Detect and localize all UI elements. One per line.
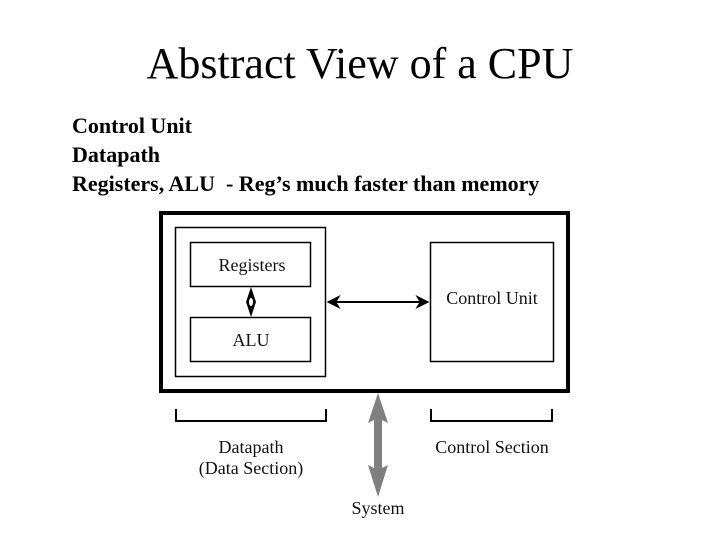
system-bus-arrow	[368, 393, 388, 497]
control-section-bracket	[430, 409, 553, 422]
system-label: System	[351, 498, 404, 518]
datapath-box	[174, 226, 327, 378]
slide-title: Abstract View of a CPU	[146, 39, 574, 88]
registers-box	[189, 241, 312, 288]
bullet-control-unit: Control Unit	[72, 113, 192, 138]
registers-label: Registers	[219, 255, 286, 275]
data-section-label: (Data Section)	[199, 458, 303, 479]
bullet-list: Control Unit Datapath Registers, ALU - R…	[72, 111, 539, 198]
alu-label: ALU	[233, 330, 270, 350]
datapath-bracket	[175, 409, 327, 422]
alu-box	[189, 316, 312, 363]
bullet-datapath: Datapath	[72, 142, 161, 167]
registers-alu-arrow	[246, 287, 256, 317]
datapath-label: Datapath	[219, 437, 284, 457]
control-unit-label: Control Unit	[446, 288, 538, 308]
cpu-outer-box	[159, 211, 570, 393]
control-section-label: Control Section	[435, 437, 549, 457]
control-unit-box	[429, 241, 555, 363]
bullet-registers-alu: Registers, ALU - Reg’s much faster than …	[72, 171, 540, 196]
